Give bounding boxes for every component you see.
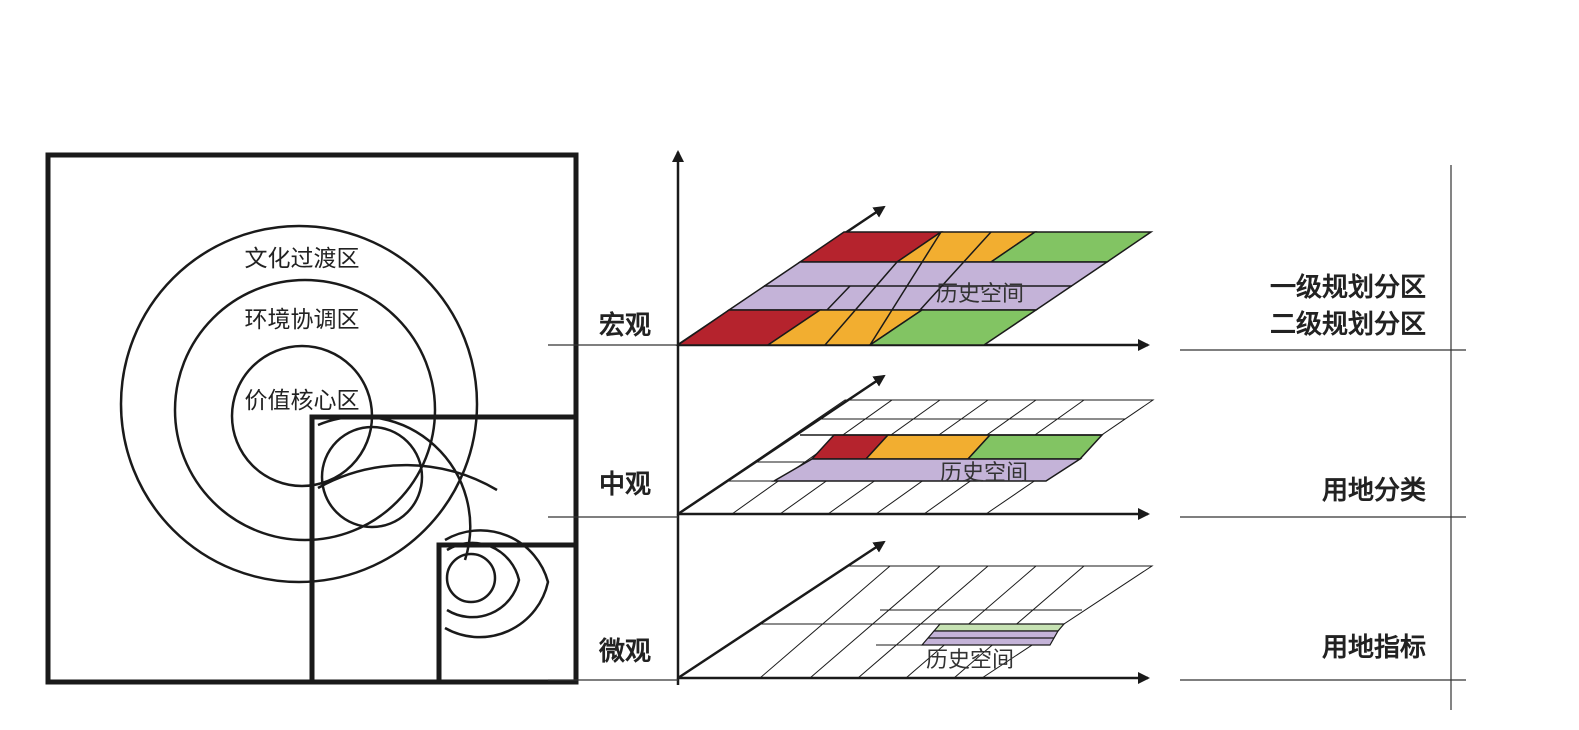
right-label-zoning-1: 一级规划分区: [1270, 272, 1426, 303]
micro-plane: [676, 565, 1154, 679]
micro-outline: [676, 565, 1154, 679]
zone-label-core: 价值核心区: [245, 388, 360, 414]
macro-green-bottom: [867, 309, 1039, 346]
meso-historic-space-label: 历史空间: [940, 461, 1028, 486]
micro-historic-space-label: 历史空间: [926, 648, 1014, 673]
right-label-land-use-index: 用地指标: [1322, 633, 1426, 663]
level-separators: [548, 165, 1466, 710]
meso-green-cell: [966, 434, 1104, 460]
level-label-macro: 宏观: [599, 310, 651, 341]
small-circles: [444, 529, 550, 639]
meso-outline: [676, 399, 1155, 515]
zone-label-coordination: 环境协调区: [245, 307, 360, 333]
nested-zone-figure: [45, 152, 579, 685]
meso-purple-band: [771, 458, 1083, 482]
large-circles: [119, 224, 479, 584]
inner-square: [436, 542, 579, 685]
macro-plane: [675, 231, 1154, 346]
level-label-meso: 中观: [599, 470, 651, 500]
right-label-land-use-class: 用地分类: [1322, 476, 1426, 506]
right-label-zoning-2: 二级规划分区: [1270, 309, 1426, 340]
medium-circles: [317, 415, 498, 561]
macro-historic-space-label: 历史空间: [936, 282, 1024, 307]
zone-label-transition: 文化过渡区: [245, 246, 360, 272]
meso-plane: [676, 399, 1155, 515]
level-label-micro: 微观: [598, 636, 651, 667]
micro-light-green-cell: [932, 623, 1066, 632]
